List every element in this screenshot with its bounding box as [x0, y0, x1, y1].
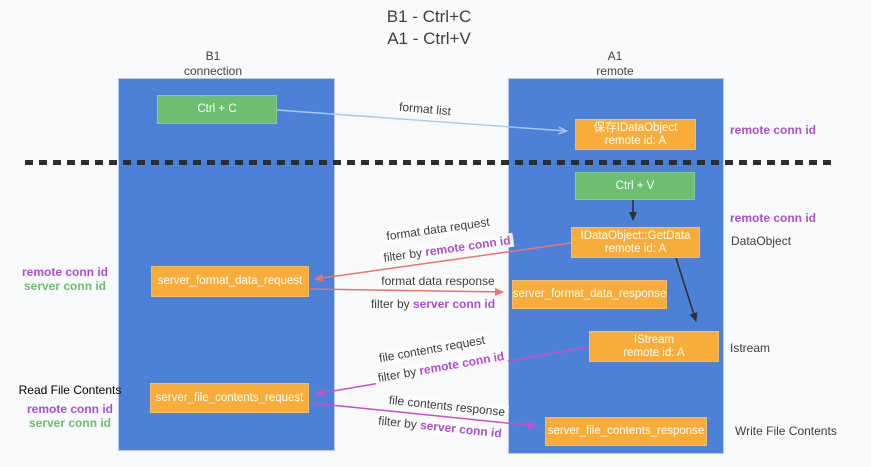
left-conn-id-stack-top: remote conn id server conn id [15, 265, 115, 293]
left-remote-conn-id-top: remote conn id [21, 265, 108, 279]
dashed-separator [25, 160, 837, 165]
format-data-response-label: format data response [378, 274, 498, 288]
node-server-format-data-request: server_format_data_request [151, 266, 309, 297]
node-server-file-contents-request: server_file_contents_request [150, 383, 309, 413]
format-data-response-filter-label: filter by server conn id [367, 297, 499, 311]
node-save-dataobject: 保存IDataObject remote id: A [575, 119, 696, 150]
node-istream: IStream remote id: A [589, 331, 719, 362]
format-list-label: format list [395, 99, 455, 119]
diagram-title: B1 - Ctrl+C A1 - Ctrl+V [387, 6, 472, 50]
node-server-file-contents-response: server_file_contents_response [545, 417, 707, 446]
node-format-response-label: server_format_data_response [512, 288, 667, 300]
right-column-name: A1 [607, 49, 623, 63]
node-save-dataobject-line1: 保存IDataObject [593, 121, 678, 134]
read-file-contents-label: Read File Contents [18, 383, 122, 397]
format-data-response-arrow [309, 287, 504, 296]
node-getdata-line1: IDataObject::GetData [580, 229, 691, 242]
node-getdata-line2: remote id: A [604, 242, 667, 255]
node-server-format-data-response: server_format_data_response [512, 280, 667, 309]
istream-label: Istream [730, 341, 771, 355]
file-contents-response-filter-label: filter by server conn id [374, 413, 506, 441]
dataobject-label: DataObject [731, 234, 792, 248]
node-ctrl-v-label: Ctrl + V [615, 179, 655, 192]
node-file-response-label: server_file_contents_response [547, 425, 705, 437]
node-ctrl-v: Ctrl + V [575, 172, 695, 200]
left-conn-id-stack-bottom: Read File Contents remote conn id server… [15, 383, 125, 430]
remote-conn-id-label-mid: remote conn id [730, 211, 817, 225]
node-istream-line1: IStream [633, 333, 675, 346]
left-server-conn-id-top: server conn id [23, 279, 107, 293]
right-column-role: remote [596, 64, 634, 78]
node-ctrl-c: Ctrl + C [157, 95, 277, 124]
right-column-header: A1 remote [560, 49, 670, 79]
write-file-contents-label: Write File Contents [735, 424, 837, 438]
left-remote-conn-id-bottom: remote conn id [26, 402, 113, 416]
left-column-name: B1 [205, 49, 221, 63]
title-line-1: B1 - Ctrl+C [386, 7, 472, 26]
left-column-role: connection [183, 64, 243, 78]
title-line-2: A1 - Ctrl+V [387, 29, 471, 48]
node-ctrl-c-label: Ctrl + C [197, 103, 237, 115]
node-istream-line2: remote id: A [623, 346, 685, 359]
left-server-conn-id-bottom: server conn id [28, 416, 112, 430]
node-save-dataobject-line2: remote id: A [604, 134, 667, 147]
node-file-request-label: server_file_contents_request [155, 391, 304, 404]
node-getdata: IDataObject::GetData remote id: A [571, 227, 700, 258]
node-format-request-label: server_format_data_request [157, 275, 303, 287]
remote-conn-id-label-top: remote conn id [730, 123, 817, 137]
left-column-header: B1 connection [158, 49, 268, 79]
